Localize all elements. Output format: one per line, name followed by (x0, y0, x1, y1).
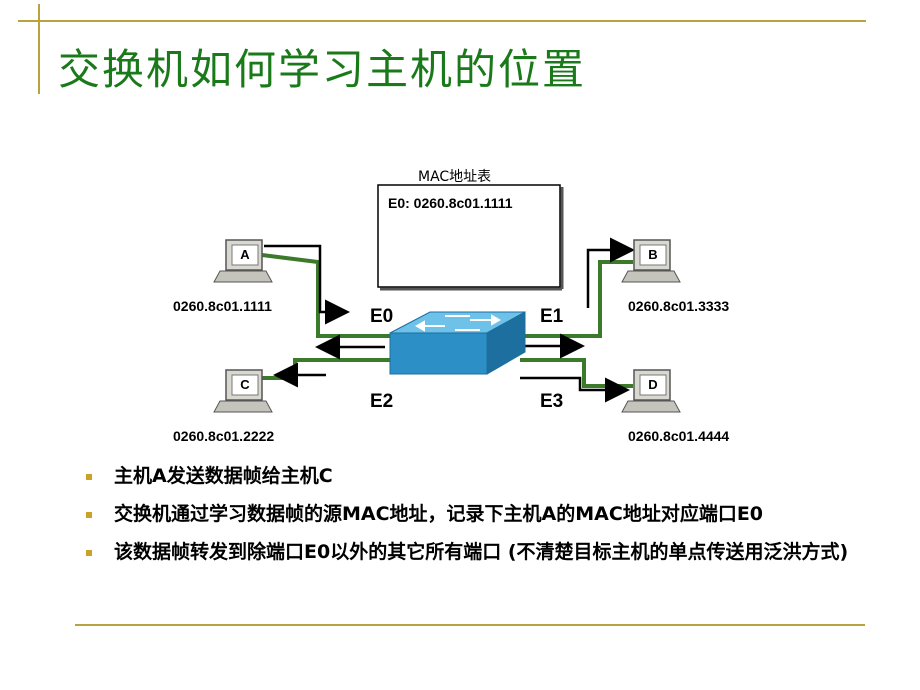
host-c-mac: 0260.8c01.2222 (173, 428, 275, 444)
pc-c-label: C (240, 377, 250, 392)
bullet-item: 主机A发送数据帧给主机C (84, 462, 874, 491)
switch-icon (389, 311, 526, 375)
frame-top-line (18, 20, 866, 22)
link-d (520, 358, 633, 388)
arrows (264, 237, 635, 403)
bullet-text: 该数据帧转发到除端口E0以外的其它所有端口 (不清楚目标主机的单点传送用泛洪方式… (114, 541, 849, 563)
bullet-item: 该数据帧转发到除端口E0以外的其它所有端口 (不清楚目标主机的单点传送用泛洪方式… (84, 538, 874, 567)
pc-d-icon (621, 369, 681, 413)
link-a (261, 253, 395, 338)
arrow-to-d (520, 376, 630, 403)
host-b-mac: 0260.8c01.3333 (628, 298, 730, 314)
bullet-list: 主机A发送数据帧给主机C 交换机通过学习数据帧的源MAC地址，记录下主机A的MA… (84, 462, 874, 576)
slide-title: 交换机如何学习主机的位置 (58, 45, 587, 94)
port-e1-label: E1 (540, 306, 564, 327)
port-e0-label: E0 (370, 306, 394, 327)
bullet-text: 主机A发送数据帧给主机C (114, 465, 333, 487)
bullet-item: 交换机通过学习数据帧的源MAC地址，记录下主机A的MAC地址对应端口E0 (84, 500, 874, 529)
arrow-a-to-switch (264, 244, 350, 325)
pc-a-icon (213, 239, 273, 283)
pc-b-icon (621, 239, 681, 283)
pc-b-label: B (648, 247, 658, 262)
port-e3-label: E3 (540, 391, 564, 412)
mac-table-box (377, 184, 561, 288)
pc-c-icon (213, 369, 273, 413)
bullet-marker-icon (86, 550, 92, 556)
pc-a-label: A (240, 247, 250, 262)
frame-bottom-line (75, 624, 865, 626)
port-e2-label: E2 (370, 391, 394, 412)
arrow-to-b (586, 237, 635, 308)
frame-left-line (38, 4, 40, 94)
bullet-text: 交换机通过学习数据帧的源MAC地址，记录下主机A的MAC地址对应端口E0 (114, 503, 764, 525)
pc-d-label: D (648, 377, 658, 392)
host-d-mac: 0260.8c01.4444 (628, 428, 730, 444)
mac-table-title: MAC地址表 (418, 169, 492, 185)
host-a-mac: 0260.8c01.1111 (173, 298, 272, 314)
bullet-marker-icon (86, 474, 92, 480)
bullet-marker-icon (86, 512, 92, 518)
mac-table-entry: E0: 0260.8c01.1111 (388, 195, 513, 211)
